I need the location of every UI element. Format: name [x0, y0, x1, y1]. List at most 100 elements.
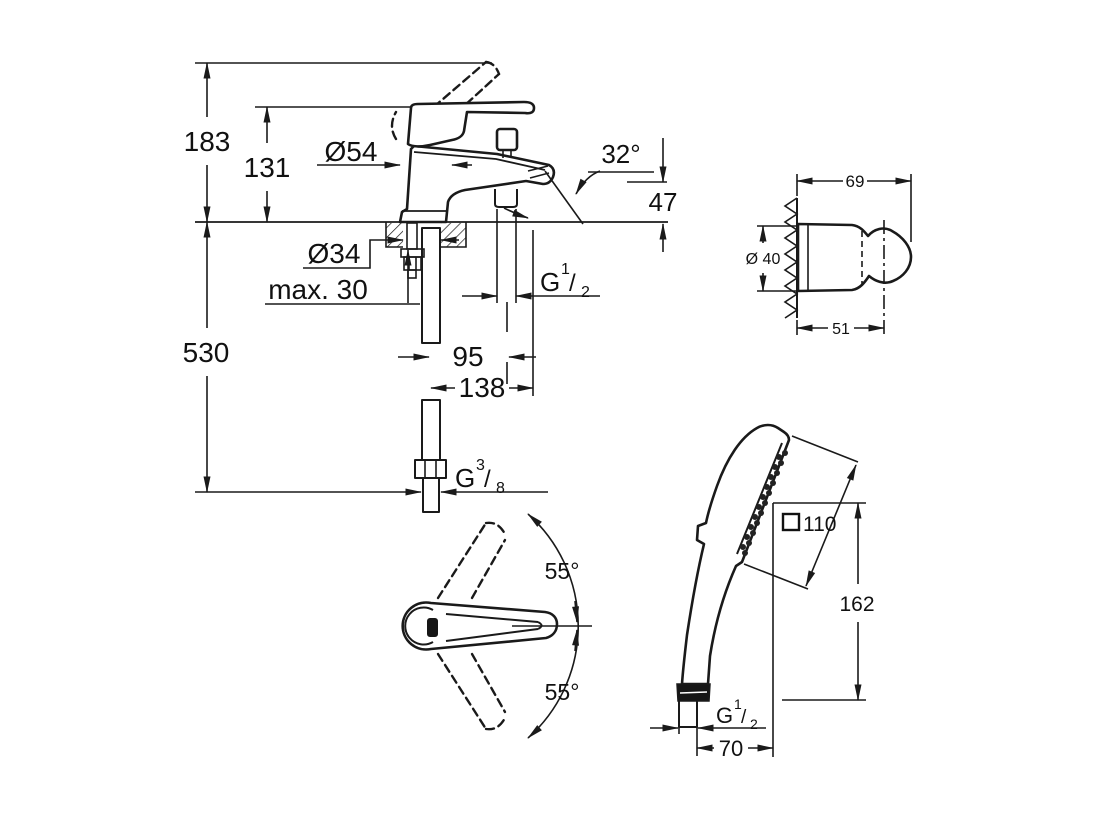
horseshoe-washer [400, 248, 425, 258]
handle-up-tip [484, 521, 508, 538]
dim-head-size-label: 110 [803, 513, 836, 536]
dim-holder-diameter-label: Ø 40 [746, 251, 781, 268]
dim-shower-hose-thread: G 1 / 2 [462, 207, 600, 301]
lever-handle [406, 100, 536, 148]
connector-highlight [679, 691, 708, 694]
nut-facets [408, 257, 417, 270]
dim-swing-up-label: 55° [545, 558, 580, 584]
dim-height-to-handle-label: 131 [244, 152, 291, 183]
wall-holder-view: 69 Ø 40 51 [746, 172, 913, 338]
dim-escutcheon-diameter: Ø54 [317, 136, 472, 169]
faucet-body [390, 60, 556, 224]
handle-down-edge-1 [436, 652, 488, 731]
thread-numerator: 1 [561, 261, 570, 278]
thread-slash: / [569, 270, 576, 297]
dim-shower-offset: 70 [696, 736, 774, 761]
dim-holder-projection-label: 69 [846, 172, 865, 191]
dim-max-deck-thickness: max. 30 [265, 249, 420, 305]
handle-up-edge-1 [436, 521, 488, 600]
dim-spout-angle: 32° [575, 139, 654, 195]
thread-letter: G [540, 267, 560, 297]
dim-outlet-offset-label: 95 [452, 341, 483, 372]
dim-holder-diameter: Ø 40 [746, 225, 797, 292]
mounting-stud [406, 222, 418, 250]
handle-logo-mark [427, 618, 438, 637]
dim-height-to-handle: 131 [244, 106, 291, 223]
dim-holder-depth: 51 [796, 320, 885, 338]
dim-supply-thread-label: G 3 / 8 [455, 457, 505, 497]
dim-spout-projection-label: 138 [459, 372, 506, 403]
spout-angle-line [544, 170, 584, 225]
outlet-leader [503, 207, 529, 219]
stud-tip [407, 269, 417, 279]
raised-lever-base-arc [390, 110, 398, 141]
spray-nozzles [740, 450, 788, 556]
dim-spout-outlet-height: 47 [649, 138, 678, 252]
diverter-knob [495, 127, 519, 152]
spout-top-inner-line [413, 151, 546, 171]
square-symbol-icon [781, 512, 801, 532]
dim-holder-projection: 69 [796, 172, 912, 242]
body-spout-outline [398, 144, 556, 224]
diverter-stem [502, 150, 512, 158]
dim-shower-thread-label: G 1 / 2 [716, 696, 758, 732]
dim-shower-thread: G 1 / 2 [650, 696, 766, 732]
shower-outlet-tube [678, 701, 698, 728]
dim-hose-drop-label: 530 [183, 337, 230, 368]
aerator-slats [527, 165, 550, 179]
handle-down-edge-2 [470, 652, 507, 714]
hose-end-tube [422, 477, 440, 513]
handle-swing-view: 55° 55° [401, 513, 592, 739]
dim-spout-projection: 138 [430, 372, 534, 403]
thread-slash: / [484, 466, 491, 493]
thread-numerator: 3 [476, 457, 485, 474]
hose-hex-nut [414, 459, 447, 479]
shower-outlet-block [494, 189, 518, 208]
dim-total-height-label: 183 [184, 126, 231, 157]
dim-spout-angle-label: 32° [601, 139, 640, 169]
thread-denominator: 2 [750, 716, 758, 732]
handle-lever-top-view [401, 601, 559, 651]
face-ext-bottom [743, 563, 809, 590]
dim-spout-outlet-height-label: 47 [649, 187, 678, 217]
faucet-front-view: 183 131 Ø54 32° 47 Ø34 [183, 60, 678, 513]
dim-mounting-hole: Ø34 [303, 236, 459, 269]
mounting-nut [403, 256, 422, 271]
thread-denominator: 8 [496, 480, 505, 497]
dim-hose-drop: 530 [183, 221, 230, 493]
dim-head-height-label: 162 [839, 593, 874, 616]
dim-mounting-hole-label: Ø34 [308, 238, 361, 269]
dim-head-size: 110 [781, 464, 857, 587]
dim-shower-hose-thread-label: G 1 / 2 [540, 261, 590, 301]
handle-up-edge-2 [470, 538, 507, 600]
dim-supply-thread: G 3 / 8 [195, 457, 548, 497]
thread-denominator: 2 [581, 284, 590, 301]
mounting-and-hose [400, 222, 447, 513]
hex-facets [424, 460, 437, 478]
deck-hatch-right [441, 223, 466, 247]
dim-outlet-offset: 95 [398, 341, 536, 372]
thread-numerator: 1 [734, 696, 742, 712]
dim-shower-offset-label: 70 [719, 736, 743, 761]
deck-hatch-left [386, 223, 403, 247]
handle-down-tip [484, 714, 508, 731]
dim-max-deck-thickness-label: max. 30 [268, 274, 368, 305]
thread-slash: / [741, 707, 747, 728]
thread-letter: G [455, 463, 475, 493]
swing-arrow-upper [572, 600, 580, 623]
dim-holder-depth-label: 51 [832, 321, 850, 338]
handle-cap-inner-arc [404, 606, 434, 646]
dim-head-height: 162 [839, 502, 875, 701]
reference-lines [195, 62, 667, 396]
dim-swing-down-label: 55° [545, 679, 580, 705]
swing-arrow-lower [572, 629, 580, 652]
deck-section [195, 221, 668, 248]
flex-hose-lower [421, 399, 441, 461]
dim-escutcheon-diameter-label: Ø54 [325, 136, 378, 167]
holder-body [796, 222, 913, 293]
deck-slab-edges [385, 222, 467, 248]
hand-shower-view: 110 162 G 1 / 2 70 [650, 423, 875, 761]
face-ext-top [791, 435, 859, 463]
